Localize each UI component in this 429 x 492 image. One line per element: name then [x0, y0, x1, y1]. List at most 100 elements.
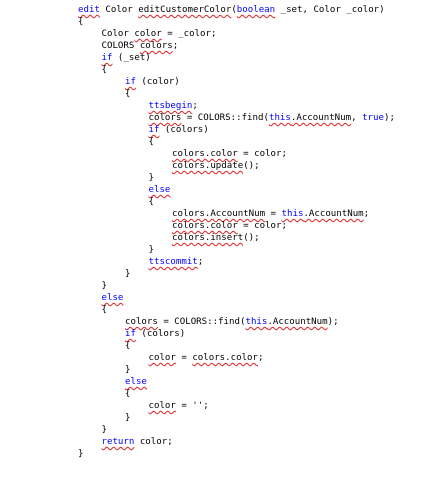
code-line: color = ''; [0, 400, 429, 412]
code-token: { [101, 65, 107, 75]
code-token: ; [197, 257, 204, 267]
code-token: editCustomerColor [138, 5, 232, 15]
code-token: ); [327, 317, 339, 327]
code-token: = ''; [175, 401, 209, 411]
code-line: ttsbegin; [0, 100, 429, 112]
code-token: } [101, 425, 107, 435]
code-token: colors.color [192, 353, 259, 363]
code-line: { [0, 88, 429, 100]
code-token: ; [192, 101, 198, 111]
code-line: colors.color = color; [0, 148, 429, 160]
code-line: { [0, 196, 429, 208]
code-line: { [0, 388, 429, 400]
code-keyword: else [101, 293, 124, 303]
code-keyword: return [101, 437, 135, 447]
code-token: { [125, 389, 131, 399]
code-token: ( [231, 5, 237, 15]
code-keyword: this [245, 317, 268, 327]
code-line: } [0, 280, 429, 292]
code-line: if (color) [0, 76, 429, 88]
code-line: colors.insert(); [0, 232, 429, 244]
code-keyword: edit [78, 5, 100, 15]
code-token: , [351, 113, 363, 123]
code-line: { [0, 16, 429, 28]
code-line: ttscommit; [0, 256, 429, 268]
code-token: { [125, 341, 131, 351]
code-token: (); [243, 233, 260, 243]
code-token: = COLORS::find( [157, 317, 246, 327]
code-token: { [148, 197, 154, 207]
code-editor: edit Color editCustomerColor(boolean _se… [0, 4, 429, 460]
code-line: else [0, 184, 429, 196]
code-token: { [101, 305, 107, 315]
code-token: = COLORS::find( [181, 113, 269, 123]
code-token: .AccountNum [290, 113, 352, 123]
code-token: color [148, 353, 176, 363]
code-line: colors.update(); [0, 160, 429, 172]
code-keyword: this [281, 209, 304, 219]
code-line: color = colors.color; [0, 352, 429, 364]
code-line: colors.color = color; [0, 220, 429, 232]
code-keyword: boolean [236, 5, 276, 15]
code-token: Color [99, 5, 139, 15]
code-line: if (colors) [0, 124, 429, 136]
code-token: colors.color [172, 221, 238, 231]
code-line: } [0, 268, 429, 280]
code-token: color; [134, 437, 173, 447]
code-token: } [125, 269, 131, 279]
code-token: (); [243, 161, 260, 171]
code-token: ; [172, 41, 179, 51]
code-line: edit Color editCustomerColor(boolean _se… [0, 4, 429, 16]
code-token: (color) [135, 77, 180, 87]
code-token: } [101, 281, 107, 291]
code-token: .AccountNum [303, 209, 364, 219]
code-token: colors.insert [172, 233, 244, 243]
code-line: else [0, 376, 429, 388]
code-token: { [125, 89, 131, 99]
code-line: } [0, 244, 429, 256]
code-line: COLORS colors; [0, 40, 429, 52]
code-token: color [134, 29, 162, 39]
code-keyword: if [148, 125, 160, 135]
code-keyword: else [148, 185, 171, 195]
code-line: { [0, 136, 429, 148]
code-token: = color; [237, 221, 287, 231]
code-line: { [0, 304, 429, 316]
code-token: .AccountNum [267, 317, 328, 327]
code-token: ; [363, 209, 370, 219]
code-keyword: if [101, 53, 113, 63]
code-token: color [148, 401, 176, 411]
code-keyword: true [362, 113, 384, 123]
code-line: return color; [0, 436, 429, 448]
code-token: = _color; [161, 29, 217, 39]
code-token: = color; [237, 149, 287, 159]
code-keyword: ttsbegin [148, 101, 193, 111]
code-token: Color [101, 29, 135, 39]
code-token: = [265, 209, 282, 219]
code-line: colors = COLORS::find(this.AccountNum); [0, 316, 429, 328]
code-token: (_set) [112, 53, 151, 63]
code-token: = [175, 353, 193, 363]
code-line: } [0, 172, 429, 184]
code-line: if (_set) [0, 52, 429, 64]
code-keyword: this [268, 113, 291, 123]
code-token: } [78, 449, 84, 459]
code-token: colors [148, 113, 182, 123]
code-line: } [0, 448, 429, 460]
code-token: } [148, 245, 154, 255]
code-token: colors.update [172, 161, 244, 171]
code-token: (colors) [159, 125, 209, 135]
code-token: colors.AccountNum [172, 209, 266, 219]
code-token: } [125, 365, 131, 375]
code-token: colors [125, 317, 158, 327]
code-token: } [125, 413, 131, 423]
code-keyword: ttscommit [148, 257, 198, 267]
code-token: _set, Color _color) [275, 5, 385, 15]
code-keyword: if [125, 77, 136, 87]
code-keyword: if [125, 329, 136, 339]
code-line: { [0, 64, 429, 76]
code-token: colors.color [172, 149, 238, 159]
code-line: } [0, 412, 429, 424]
code-line: } [0, 424, 429, 436]
code-token: COLORS [101, 41, 140, 51]
